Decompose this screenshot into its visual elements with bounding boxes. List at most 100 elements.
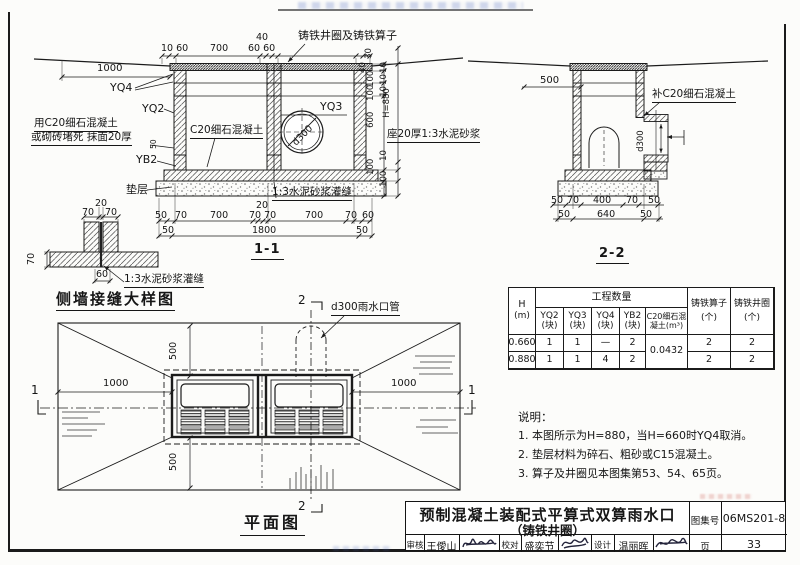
cell-h-1: 0.880 (508, 352, 536, 369)
table-header-grate: 铸铁算子 (个) (688, 288, 731, 335)
ring-label: 铸铁井圈 (733, 298, 770, 309)
label-grout-joint: 1:3水泥砂浆灌缝 (124, 274, 204, 288)
joint-detail-linework (44, 207, 159, 284)
col-name: C20细石混 (646, 311, 687, 321)
col-name: YB2 (623, 310, 642, 321)
cell-yb2-0: 2 (620, 335, 646, 352)
dim-s22-b2-50b: 50 (640, 209, 653, 220)
cell-yq3-0: 1 (564, 335, 592, 352)
dim-r-10b: 10 (379, 74, 390, 85)
plan-dim-500-top: 500 (168, 341, 180, 360)
dim-r-10d: 10 (379, 150, 390, 161)
tb-line (689, 534, 690, 552)
note-item-2: 2. 垫层材料为碎石、粗砂或C15混凝土。 (518, 448, 719, 461)
dim-top-60-60: 60 60 (248, 43, 276, 54)
checker-label: 校对 (501, 541, 519, 551)
dim-r-h880: H=880 (382, 88, 393, 118)
plan-marker-1-right: 1 (468, 383, 476, 397)
tb-line (521, 534, 522, 552)
ring-unit: (个) (743, 313, 761, 323)
dim-r-30: 30 (364, 48, 375, 59)
section-1-1-title: 1-1 (251, 243, 284, 260)
dim-b1-700b: 700 (305, 210, 324, 221)
note-plug-line1: 用C20细石混凝土 (34, 118, 118, 132)
dim-s22-b1-70a: 70 (567, 195, 580, 206)
col-unit: (块) (569, 321, 586, 331)
tb-line (558, 534, 559, 552)
note-item-1: 1. 本图所示为H=880，当H=660时YQ4取消。 (518, 429, 753, 442)
sheet-border-left (8, 12, 10, 551)
section-1-1-linework (33, 43, 464, 239)
dim-b1-700a: 700 (210, 210, 229, 221)
plan-view-linework (37, 301, 476, 513)
plan-marker-2-top: 2 (298, 293, 306, 307)
cell-ring-0: 2 (731, 335, 774, 352)
dim-s22-b1-70b: 70 (626, 195, 639, 206)
plan-pipe-label: d300雨水口管 (331, 302, 400, 316)
page-label: 页 (700, 542, 710, 553)
label-d300-s22: d300 (636, 130, 647, 152)
dim-left-1000: 1000 (97, 63, 123, 74)
table-header-yq3: YQ3 (块) (564, 308, 592, 335)
table-header-yq2: YQ2 (块) (536, 308, 564, 335)
table-header-ring: 铸铁井圈 (个) (731, 288, 774, 335)
signature-designer (655, 537, 688, 548)
col-name: YQ3 (568, 310, 587, 321)
label-c20-concrete: C20细石混凝土 (190, 125, 264, 139)
sheet-border-top (278, 9, 533, 11)
tb-line (424, 534, 425, 552)
dim-s22-b1-50b: 50 (648, 195, 661, 206)
cell-yq4-1: 4 (592, 352, 620, 369)
grate-label: 铸铁算子 (690, 298, 727, 309)
dim-b1-70b: 70 (345, 210, 358, 221)
dim-s22-b2-640: 640 (597, 209, 616, 220)
dim-r-10a: 10 (379, 62, 390, 73)
dim-b2-50b: 50 (356, 225, 369, 236)
plan-marker-2-bottom: 2 (298, 499, 306, 513)
plan-dim-500-bottom: 500 (168, 452, 180, 471)
sheet-border-bottom (8, 549, 786, 552)
section-2-2-linework (467, 60, 769, 222)
cell-c20-merged: 0.0432 (646, 335, 688, 369)
dim-b1-20: 20 (256, 200, 269, 211)
cell-yq3-1: 1 (564, 352, 592, 369)
tb-line (721, 502, 722, 534)
note-plug-line2: 或砌砖堵死 抹面20厚 (31, 132, 132, 146)
dim-joint-20: 20 (95, 198, 108, 209)
h-label: H (518, 299, 526, 311)
part-label-yq3: YQ3 (320, 100, 343, 113)
signature-reviewer (462, 538, 497, 548)
h-unit: (m) (514, 311, 530, 322)
dim-joint-70b: 70 (105, 207, 118, 218)
plan-dim-1000-right: 1000 (391, 378, 417, 389)
dim-b1-70a: 70 (175, 210, 188, 221)
dim-s22-b1-400: 400 (593, 195, 612, 206)
grate-unit: (个) (700, 313, 718, 323)
tb-line (689, 502, 690, 534)
atlas-no-value: 06MS201-8 (722, 512, 786, 525)
designer-label: 设计 (593, 541, 611, 551)
dim-b2-50a: 50 (162, 225, 175, 236)
tb-line (591, 534, 592, 552)
note-item-3: 3. 算子及井圈见本图集第53、54、65页。 (518, 467, 728, 480)
dim-b2-1800: 1800 (252, 225, 277, 236)
table-header-h: H (m) (509, 288, 536, 335)
dim-b1-60: 60 (362, 210, 375, 221)
cell-yb2-1: 2 (620, 352, 646, 369)
dim-top-10-60: 10 60 (161, 43, 189, 54)
label-grout-11: 1:3水泥砂浆灌缝 (272, 187, 352, 201)
label-cushion: 垫层 (126, 183, 148, 196)
page-number: 33 (747, 538, 761, 551)
dim-joint-60: 60 (96, 269, 109, 280)
dim-s22-b2-50a: 50 (558, 209, 571, 220)
joint-detail-title: 侧墙接缝大样图 (56, 291, 176, 311)
checker-name: 盛奕节 (524, 542, 555, 553)
tb-line (459, 534, 460, 552)
atlas-no-label: 图集号 (690, 516, 720, 527)
sheet-border-right (784, 24, 786, 551)
col-unit: 凝土(m³) (649, 321, 684, 330)
cell-h-0: 0.660 (508, 335, 536, 352)
quantity-table: H (m) 工程数量 YQ2 (块) YQ3 (块) YQ4 (块) YB2 (… (508, 287, 775, 370)
part-label-yq4: YQ4 (110, 81, 133, 94)
